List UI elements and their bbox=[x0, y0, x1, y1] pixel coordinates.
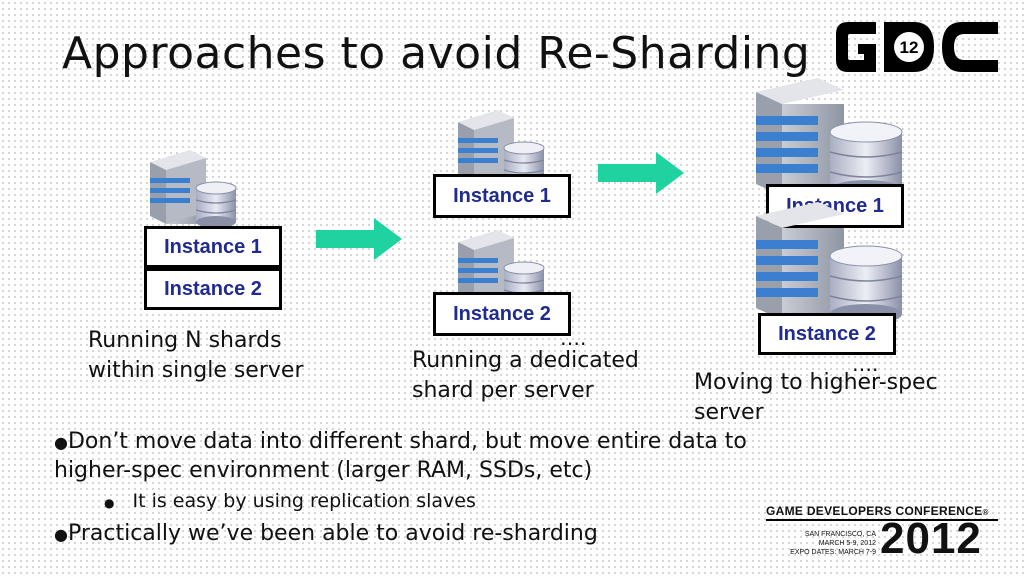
bullet-dot-icon: ● bbox=[54, 433, 68, 452]
caption-single-server: Running N shards within single server bbox=[88, 328, 304, 383]
large-server-icon bbox=[756, 78, 903, 200]
instance-box: Instance 2 bbox=[144, 268, 282, 310]
svg-text:12: 12 bbox=[900, 38, 919, 57]
bullet-dot-icon: ● bbox=[54, 525, 68, 544]
bullet-dot-icon: ● bbox=[104, 496, 115, 510]
right-arrow-icon bbox=[316, 218, 402, 260]
ellipsis: …. bbox=[852, 352, 879, 376]
logo-rule bbox=[766, 519, 998, 521]
instance-box: Instance 2 bbox=[433, 292, 571, 336]
server-icon bbox=[150, 150, 237, 228]
bullet-item: ●Don’t move data into different shard, b… bbox=[54, 429, 747, 483]
bullet-item: ●Practically we’ve been able to avoid re… bbox=[54, 521, 598, 546]
gdc-12-logo: 12 bbox=[836, 22, 998, 72]
ellipsis: …. bbox=[560, 326, 587, 350]
large-server-icon bbox=[756, 202, 903, 324]
slide-title: Approaches to avoid Re-Sharding bbox=[62, 28, 811, 79]
caption-dedicated-server: Running a dedicated shard per server bbox=[412, 348, 639, 403]
sub-bullet-item: ●It is easy by using replication slaves bbox=[104, 490, 476, 512]
caption-higher-spec: Moving to higher-spec server bbox=[694, 370, 938, 425]
gdc-2012-logo: GAME DEVELOPERS CONFERENCE® SAN FRANCISC… bbox=[766, 504, 998, 564]
right-arrow-icon bbox=[598, 152, 684, 194]
instance-box: Instance 2 bbox=[758, 313, 896, 355]
instance-box: Instance 1 bbox=[433, 174, 571, 218]
instance-box: Instance 1 bbox=[144, 226, 282, 268]
